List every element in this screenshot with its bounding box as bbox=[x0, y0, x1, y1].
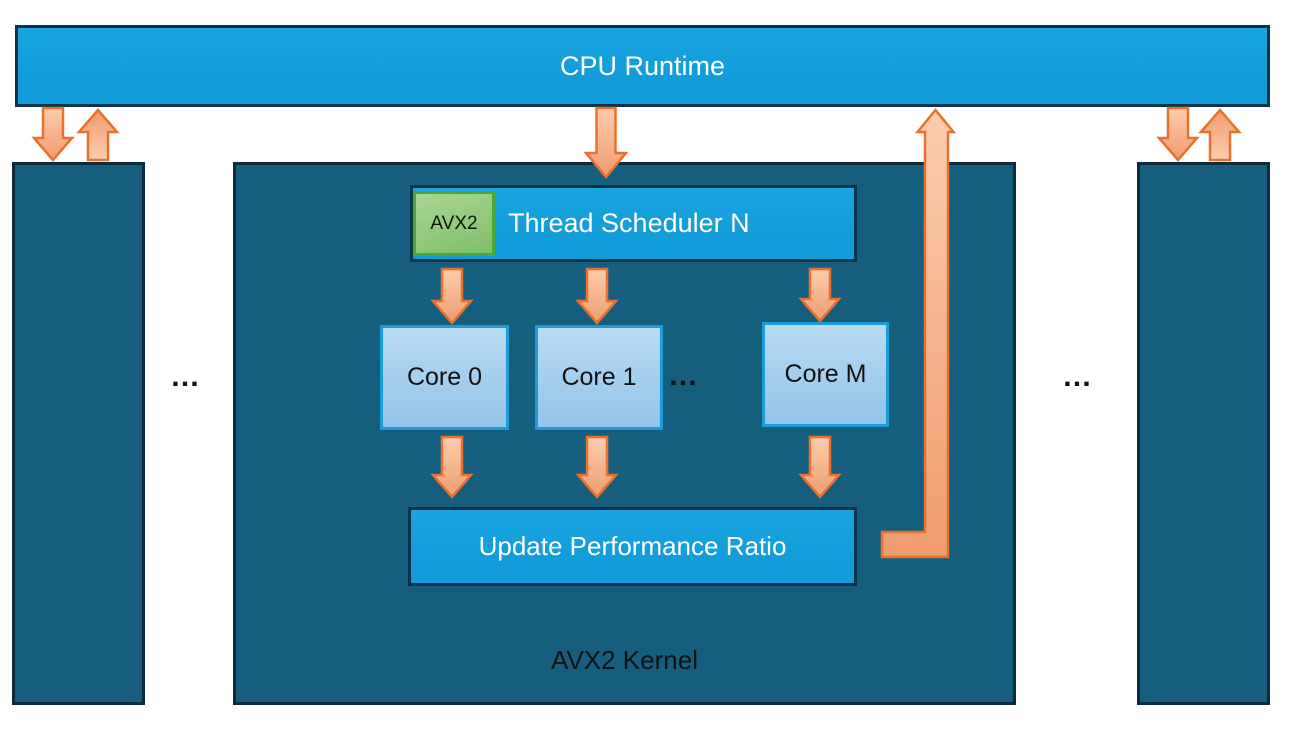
kernel-column-right bbox=[1137, 162, 1270, 705]
thread-scheduler-label: Thread Scheduler N bbox=[508, 208, 750, 238]
core-0-box: Core 0 bbox=[380, 325, 509, 430]
core-1-box: Core 1 bbox=[535, 325, 663, 430]
avx2-kernel-label: AVX2 Kernel bbox=[551, 644, 698, 675]
avx2-tag: AVX2 bbox=[413, 191, 495, 256]
core-m-box: Core M bbox=[762, 322, 889, 427]
core-m-label: Core M bbox=[784, 360, 867, 388]
cores-ellipsis: … bbox=[668, 359, 700, 392]
avx2-tag-label: AVX2 bbox=[430, 212, 478, 234]
update-performance-ratio-box: Update Performance Ratio bbox=[408, 507, 857, 586]
update-performance-ratio-label: Update Performance Ratio bbox=[478, 531, 787, 561]
left-ellipsis: … bbox=[170, 360, 202, 393]
kernel-column-left bbox=[12, 162, 145, 705]
arrow-left-column-to-runtime bbox=[76, 108, 120, 162]
arrow-runtime-to-right-column bbox=[1156, 106, 1200, 162]
right-ellipsis: … bbox=[1062, 360, 1094, 393]
cpu-runtime-box: CPU Runtime bbox=[15, 25, 1270, 107]
cpu-runtime-label: CPU Runtime bbox=[559, 50, 726, 81]
core-1-label: Core 1 bbox=[561, 363, 637, 391]
arrow-runtime-to-left-column bbox=[31, 106, 75, 162]
core-0-label: Core 0 bbox=[406, 363, 483, 391]
arrow-right-column-to-runtime bbox=[1198, 108, 1242, 162]
